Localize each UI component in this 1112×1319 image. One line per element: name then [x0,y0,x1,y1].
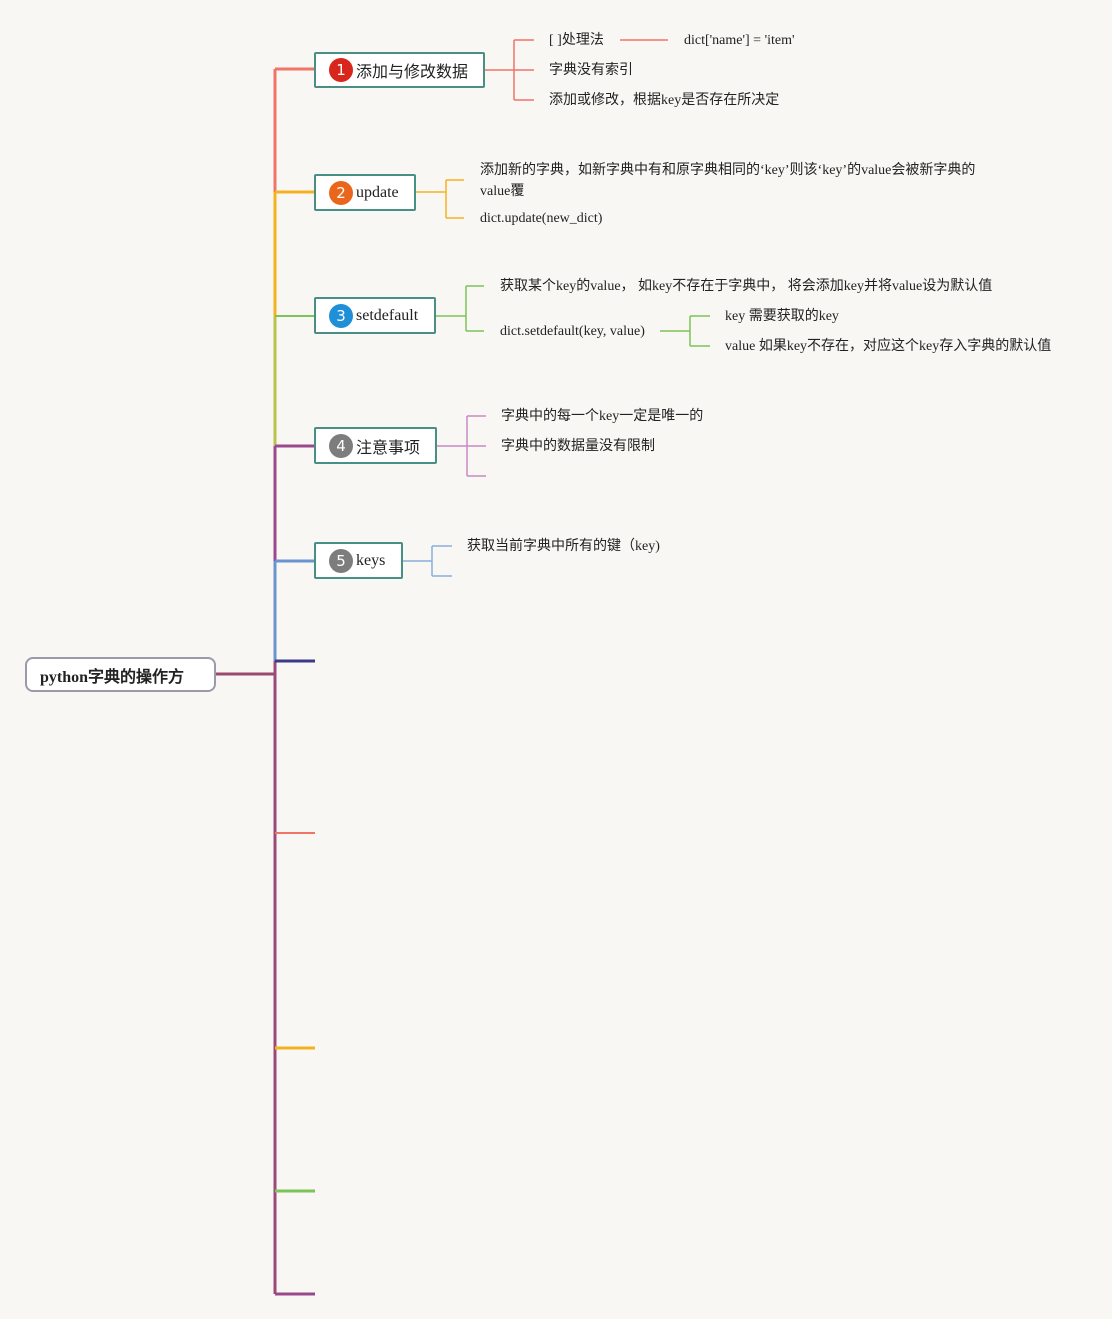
branch-node-notes[interactable]: 4 注意事项 [314,427,437,464]
leaf-bracket-method: [ ]处理法 [549,33,604,48]
branch-node-add-modify[interactable]: 1 添加与修改数据 [314,52,485,88]
root-node[interactable]: python字典的操作方 [25,657,216,692]
leaf-setdefault-value: value 如果key不存在，对应这个key存入字典的默认值 [725,339,1052,354]
number-4-badge-icon: 4 [329,433,353,458]
leaf-bracket-example: dict['name'] = 'item' [684,33,795,48]
leaf-key-unique: 字典中的每一个key一定是唯一的 [501,409,704,424]
number-5-badge-icon: 5 [329,548,353,573]
leaf-setdefault-description: 获取某个key的value， 如key不存在于字典中， 将会添加key并将val… [500,279,993,294]
number-2-badge-icon: 2 [329,180,353,205]
branch-node-keys[interactable]: 5 keys [314,542,403,579]
branch-label: 注意事项 [356,439,421,457]
leaf-add-or-modify: 添加或修改，根据key是否存在所决定 [549,93,780,108]
root-label: python字典的操作方 [40,668,185,686]
leaf-no-index: 字典没有索引 [549,63,633,78]
leaf-no-size-limit: 字典中的数据量没有限制 [501,439,655,454]
number-3-badge-icon: 3 [329,303,353,328]
leaf-update-description: 添加新的字典，如新字典中有和原字典相同的‘key’则该‘key’的value会被… [480,163,976,199]
branch-node-setdefault[interactable]: 3 setdefault [314,297,436,334]
leaf-keys-description: 获取当前字典中所有的键（key) [467,539,660,554]
leaf-setdefault-syntax: dict.setdefault(key, value) [500,324,645,339]
branch-label: setdefault [356,306,419,324]
branch-label: keys [356,551,386,569]
number-1-badge-icon: 1 [329,58,353,82]
branch-label: 添加与修改数据 [356,64,469,81]
leaf-setdefault-key: key 需要获取的key [725,309,839,324]
leaf-update-syntax: dict.update(new_dict) [480,211,603,226]
branch-label: update [356,183,399,201]
branch-node-update[interactable]: 2 update [314,174,416,211]
